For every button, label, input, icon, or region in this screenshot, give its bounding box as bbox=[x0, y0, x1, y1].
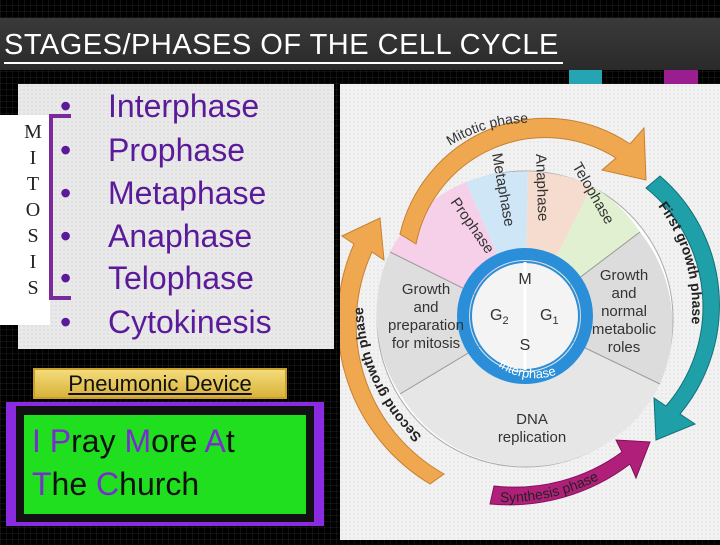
mitosis-letter: I bbox=[29, 147, 37, 169]
phase-label: Metaphase bbox=[108, 175, 267, 211]
mitosis-bracket bbox=[49, 114, 71, 300]
svg-text:replication: replication bbox=[498, 429, 566, 446]
mnemonic-segment: t bbox=[225, 423, 235, 459]
cell-cycle-diagram-panel: Mitotic phase First growth phase Second … bbox=[337, 84, 720, 540]
m-label: M bbox=[518, 271, 531, 288]
g1-description: Growth and normal metabolic roles bbox=[592, 267, 657, 356]
svg-text:and: and bbox=[611, 285, 636, 302]
bullet: • bbox=[60, 175, 72, 211]
mitosis-letter: T bbox=[26, 173, 40, 195]
interphase-ring bbox=[457, 248, 593, 384]
mitotic-arrow bbox=[399, 117, 647, 245]
bullet: • bbox=[60, 132, 72, 168]
mnemonic-segment: C bbox=[96, 466, 120, 502]
bullet: • bbox=[60, 88, 72, 124]
mnemonic-segment: ore bbox=[151, 423, 205, 459]
phase-label: Interphase bbox=[108, 88, 260, 124]
mitosis-letter: M bbox=[24, 121, 42, 143]
anaphase-label: Anaphase bbox=[532, 154, 551, 222]
g2-sector bbox=[376, 252, 525, 394]
cell-cycle-diagram: Mitotic phase First growth phase Second … bbox=[337, 110, 720, 506]
bullet: • bbox=[60, 218, 72, 254]
mnemonic-segment: M bbox=[124, 423, 152, 459]
s-label: S bbox=[520, 337, 531, 354]
svg-text:preparation: preparation bbox=[388, 317, 464, 334]
svg-text:DNA: DNA bbox=[516, 411, 548, 428]
mnemonic-segment bbox=[41, 423, 50, 459]
mnemonic-device-label: Pneumonic Device bbox=[33, 368, 287, 399]
second-growth-arrow bbox=[337, 217, 445, 485]
phase-label: Cytokinesis bbox=[108, 304, 272, 340]
page-title: STAGES/PHASES OF THE CELL CYCLE bbox=[4, 28, 563, 64]
mitosis-letter: O bbox=[25, 199, 41, 221]
svg-text:for mitosis: for mitosis bbox=[392, 335, 460, 352]
svg-text:Growth: Growth bbox=[402, 281, 450, 298]
synthesis-arrow bbox=[489, 439, 651, 506]
mnemonic-segment: he bbox=[51, 466, 97, 502]
g1-sector bbox=[525, 232, 673, 384]
mnemonic-segment: P bbox=[49, 423, 72, 459]
phase-label: Prophase bbox=[108, 132, 245, 168]
teal-accent-tab bbox=[569, 70, 602, 84]
svg-text:metabolic: metabolic bbox=[592, 321, 657, 338]
title-bar bbox=[0, 18, 720, 70]
svg-text:and: and bbox=[413, 299, 438, 316]
s-description: DNA replication bbox=[498, 411, 566, 446]
synthesis-phase-label: Synthesis phase bbox=[500, 468, 601, 505]
mitosis-letter: I bbox=[29, 251, 37, 273]
s-sector bbox=[400, 319, 660, 467]
phase-label: Anaphase bbox=[108, 218, 253, 254]
phase-label: Telophase bbox=[108, 260, 254, 296]
mnemonic-box bbox=[22, 413, 308, 516]
mnemonic-line-2: The Church bbox=[32, 466, 199, 502]
mnemonic-line-1: I Pray More At bbox=[32, 423, 235, 459]
mitosis-acronym-column: M I T O S I S bbox=[0, 115, 50, 325]
mnemonic-segment: T bbox=[32, 466, 52, 502]
bullet: • bbox=[60, 304, 72, 340]
mitosis-letter: S bbox=[27, 277, 39, 299]
mnemonic-segment: hurch bbox=[119, 466, 200, 502]
mnemonic-segment: ray bbox=[71, 423, 125, 459]
mnemonic-segment: I bbox=[32, 423, 41, 459]
mnemonic-segment: A bbox=[204, 423, 226, 459]
magenta-accent-tab bbox=[664, 70, 698, 84]
g1-label: G1 bbox=[540, 307, 559, 327]
svg-text:normal: normal bbox=[601, 303, 647, 320]
svg-text:roles: roles bbox=[608, 339, 641, 356]
mitosis-letter: S bbox=[27, 225, 39, 247]
g2-description: Growth and preparation for mitosis bbox=[388, 281, 464, 352]
phase-list-panel bbox=[18, 84, 334, 349]
g2-label: G2 bbox=[490, 307, 509, 327]
svg-text:Growth: Growth bbox=[600, 267, 648, 284]
bullet: • bbox=[60, 260, 72, 296]
first-growth-arrow bbox=[645, 175, 720, 441]
